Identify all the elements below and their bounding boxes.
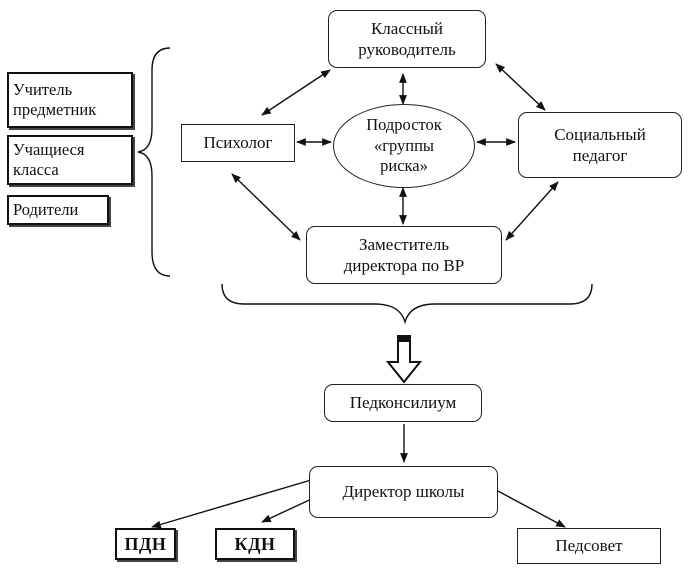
parents-box: Родители: [7, 195, 109, 225]
arrow-director-pdn: [151, 477, 319, 529]
teacher-box: Учитель предметник: [7, 72, 133, 128]
students-box: Учащиеся класса: [7, 135, 133, 185]
director-box: Директор школы: [309, 466, 498, 518]
kdn-box: КДН: [215, 528, 295, 560]
left-brace: [137, 47, 171, 277]
deputy-director-box: Заместитель директора по ВР: [306, 226, 502, 284]
arrow-class-teacher-social: [495, 63, 546, 111]
arrow-psychologist-deputy: [231, 173, 301, 241]
social-pedagogue-box: Социальный педагог: [518, 112, 682, 178]
hollow-down-arrow: [385, 335, 423, 384]
center-ellipse: Подросток «группы риска»: [333, 104, 475, 188]
bottom-brace: [221, 283, 593, 325]
pdn-box: ПДН: [115, 528, 176, 560]
arrow-social-deputy: [505, 181, 559, 241]
class-teacher-box: Классный руководитель: [328, 10, 486, 68]
arrow-director-kdn: [261, 495, 319, 523]
psychologist-box: Психолог: [181, 124, 295, 162]
arrow-director-pedsovet: [495, 489, 566, 528]
pedsovet-box: Педсовет: [517, 528, 661, 564]
arrow-psychologist-class-teacher: [261, 69, 331, 116]
council-box: Педконсилиум: [324, 384, 482, 422]
